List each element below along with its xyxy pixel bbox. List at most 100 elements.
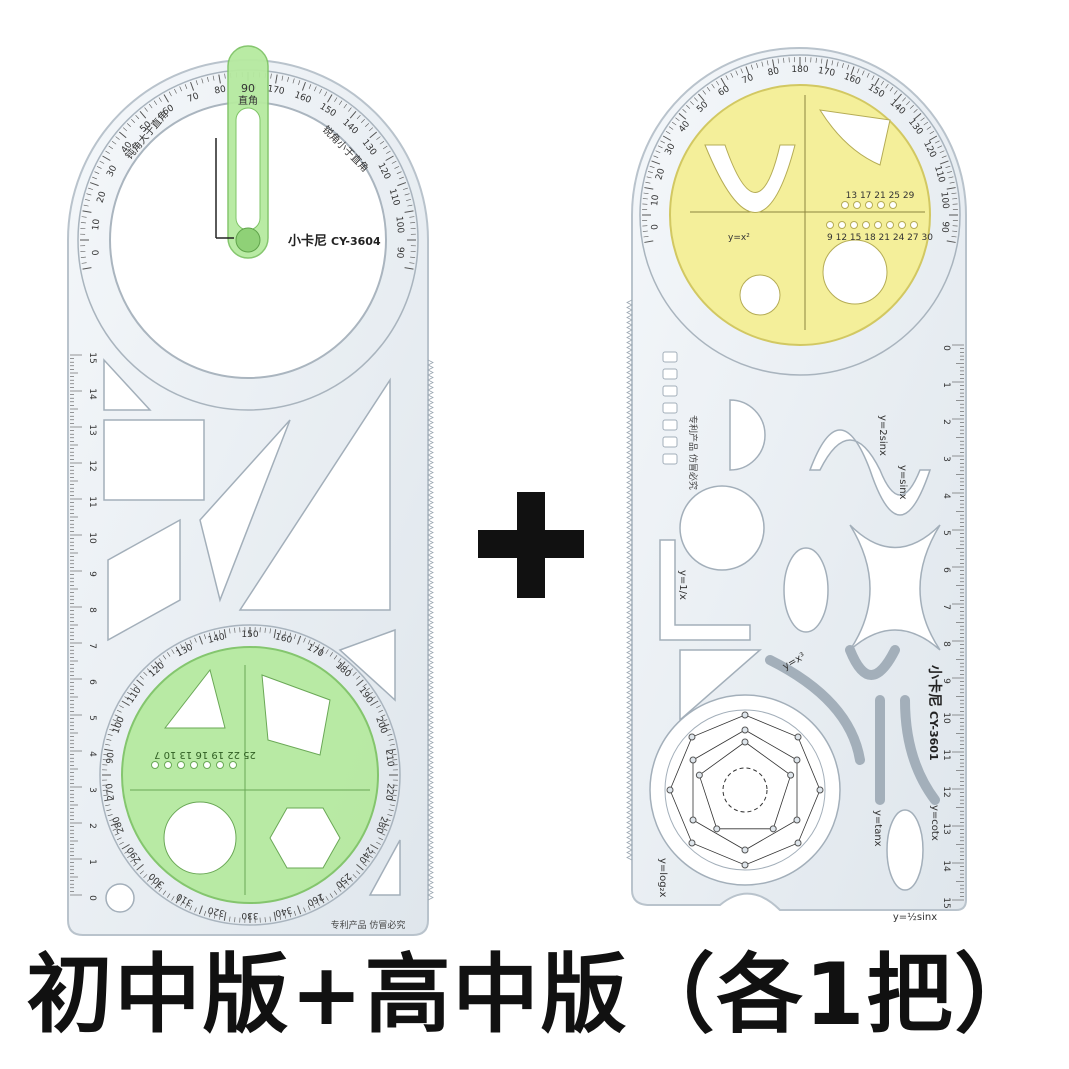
tooth [427, 464, 434, 471]
degree-tick [325, 649, 329, 654]
degree-tick [356, 114, 361, 120]
tooth [626, 349, 633, 356]
hole [177, 761, 185, 769]
left-small-triangle-cutout-2 [338, 628, 396, 702]
degree-tick [951, 235, 957, 238]
hole [826, 221, 834, 229]
tooth [427, 469, 434, 476]
degree-tick [946, 240, 956, 243]
tooth [626, 494, 633, 501]
degree-tick [207, 76, 209, 82]
degree-tick [166, 893, 171, 898]
degree-tick [213, 631, 216, 637]
degree-tick [356, 675, 361, 680]
left-pivot-icon [235, 227, 261, 253]
degree-label: 330 [241, 910, 258, 920]
degree-label: 220 [383, 783, 395, 802]
tooth [626, 504, 633, 511]
polygon-vertex-hole [713, 825, 721, 833]
degree-tick [281, 75, 284, 81]
scale-label: 15 [87, 352, 97, 363]
degree-tick [109, 818, 115, 822]
scale-label: 2 [941, 419, 951, 425]
right-yellow-hole-numbers-bottom: 9 12 15 18 21 24 27 30 [827, 233, 933, 243]
hole [862, 221, 870, 229]
polygon-vertex-hole [688, 733, 696, 741]
hole [164, 761, 172, 769]
polygon-vertex-hole [793, 816, 801, 824]
degree-tick [690, 101, 694, 106]
left-triangle-cutout-1 [103, 358, 152, 411]
left-bottom-protractor-ring [99, 624, 401, 926]
tooth [427, 654, 434, 661]
left-green-disc [121, 646, 379, 904]
degree-tick [179, 86, 182, 92]
degree-tick [174, 88, 177, 94]
slot [662, 436, 678, 448]
polygon-vertex-hole [689, 756, 697, 764]
degree-tick [115, 136, 120, 140]
slot [662, 385, 678, 397]
degree-tick [325, 896, 329, 901]
scale-label: 4 [87, 751, 97, 757]
tooth [626, 444, 633, 451]
tooth [427, 769, 434, 776]
tooth [427, 634, 434, 641]
scale-label: 13 [941, 823, 951, 834]
degree-tick [885, 83, 889, 89]
degree-label: 10 [650, 194, 661, 207]
scale-label: 11 [87, 496, 97, 507]
tooth [626, 534, 633, 541]
degree-tick [264, 627, 266, 633]
degree-label: 90 [939, 221, 950, 234]
degree-tick [675, 117, 680, 122]
degree-tick [642, 230, 648, 232]
degree-tick [651, 160, 661, 165]
tooth [626, 579, 633, 586]
degree-tick [319, 646, 325, 655]
degree-tick [131, 118, 135, 123]
scale-label: 3 [87, 787, 97, 793]
degree-tick [289, 912, 292, 918]
polygon-guide [698, 741, 792, 830]
degree-tick [386, 150, 391, 154]
degree-tick [392, 789, 398, 791]
tooth [427, 619, 434, 626]
tooth [626, 839, 633, 846]
degree-tick [850, 66, 855, 76]
tooth [427, 404, 434, 411]
degree-tick [180, 901, 184, 906]
tooth [626, 654, 633, 661]
degree-tick [329, 652, 334, 657]
degree-tick [337, 887, 342, 892]
degree-tick [171, 649, 175, 654]
tooth [626, 699, 633, 706]
scale-label: 12 [87, 460, 97, 471]
polygon-vertex-hole [741, 861, 749, 869]
right-yellow-circle-small [739, 274, 781, 316]
left-angle-marker-label: 直角 [238, 94, 258, 107]
left-angle-marker-value: 90 [241, 82, 255, 95]
degree-label: 110 [387, 188, 402, 208]
degree-tick [150, 664, 155, 669]
degree-tick [386, 798, 396, 802]
degree-tick [949, 181, 955, 184]
tooth [626, 414, 633, 421]
degree-tick [80, 256, 86, 258]
polygon-vertex-hole [741, 726, 749, 734]
degree-tick [772, 59, 775, 69]
tooth [626, 434, 633, 441]
hole [865, 201, 873, 209]
degree-tick [103, 754, 109, 756]
tooth [626, 484, 633, 491]
tooth [626, 409, 633, 416]
hole [850, 221, 858, 229]
degree-tick [392, 759, 398, 761]
tooth [626, 374, 633, 381]
tooth [626, 804, 633, 811]
tooth [626, 464, 633, 471]
degree-tick [112, 828, 118, 831]
tooth [427, 534, 434, 541]
degree-tick [376, 136, 381, 140]
degree-tick [648, 171, 654, 174]
